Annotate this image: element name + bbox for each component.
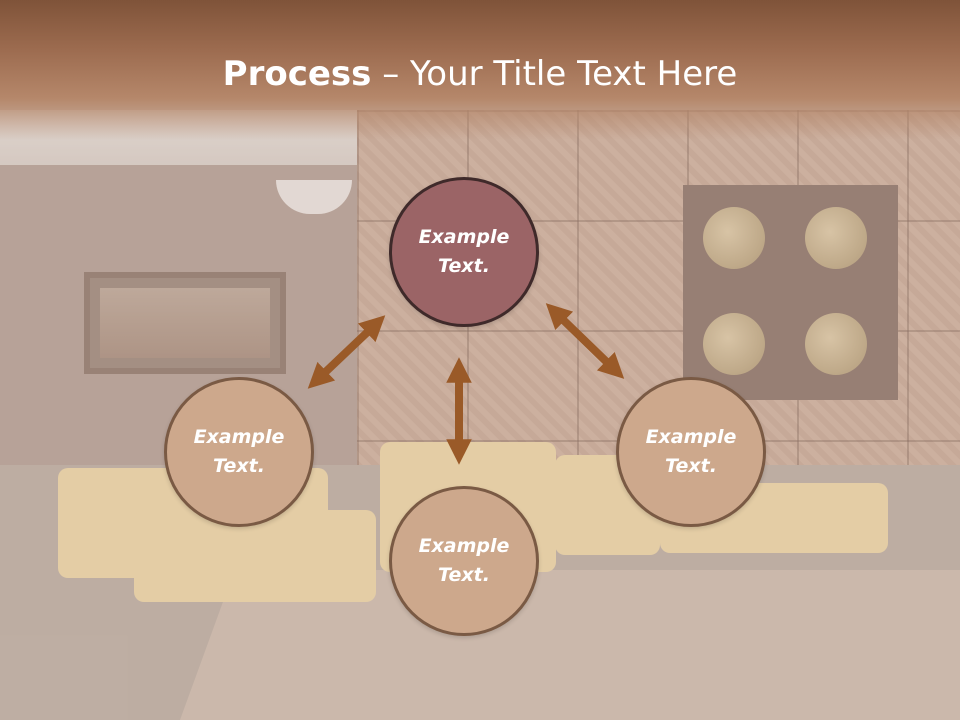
node-right-text: Example Text. [645, 426, 737, 477]
mask-decoration [805, 207, 867, 269]
node-right-circle[interactable]: Example Text. [616, 377, 766, 527]
title-bar [0, 0, 960, 140]
node-left-circle[interactable]: Example Text. [164, 377, 314, 527]
slide-title[interactable]: Process – Your Title Text Here [0, 52, 960, 96]
title-separator: – [371, 54, 411, 94]
mask-decoration [703, 313, 765, 375]
title-rest: Your Title Text Here [410, 54, 738, 94]
background-mask-shelf [683, 185, 898, 400]
mask-decoration [805, 313, 867, 375]
background-sofa [134, 510, 376, 602]
node-top-circle[interactable]: Example Text. [389, 177, 539, 327]
title-bold: Process [222, 54, 372, 94]
background-painting [84, 272, 286, 374]
mask-decoration [703, 207, 765, 269]
arrow-top-right[interactable] [545, 303, 625, 379]
node-top-text: Example Text. [418, 226, 510, 277]
node-left-text: Example Text. [193, 426, 285, 477]
arrow-top-left[interactable] [307, 315, 386, 389]
node-bottom-circle[interactable]: Example Text. [389, 486, 539, 636]
node-bottom-text: Example Text. [418, 535, 510, 586]
